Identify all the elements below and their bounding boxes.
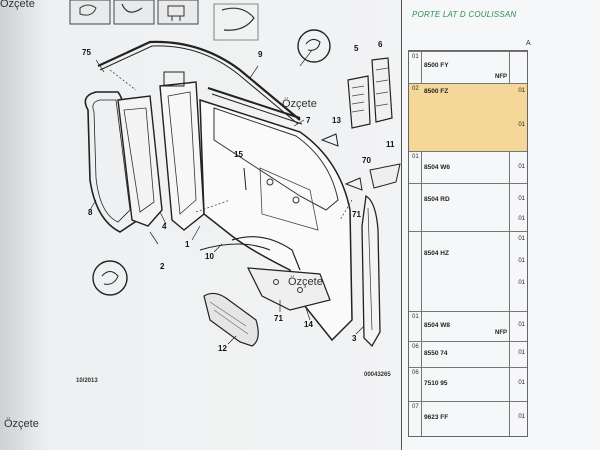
callout-14: 14 <box>304 320 313 329</box>
parts-diagram: 75 9 5 6 7 13 11 8 2 4 1 10 15 70 71 12 … <box>69 0 401 384</box>
callout-2: 2 <box>160 262 165 271</box>
part-code: 8504 W6 <box>424 164 451 171</box>
row-index: 01 <box>412 314 419 320</box>
part-code: 8550 74 <box>424 350 448 357</box>
table-row[interactable]: 8504 RD 01 01 <box>409 183 527 231</box>
table-row[interactable]: 01 8504 W8 NFP 01 <box>409 311 527 341</box>
diagram-date: 10/2013 <box>76 378 98 384</box>
table-row[interactable]: 01 8500 FY NFP 01 <box>409 51 527 94</box>
callout-12: 12 <box>218 344 227 353</box>
callout-15: 15 <box>234 150 243 159</box>
nfp-flag: NFP <box>495 330 507 336</box>
parts-list-panel: PORTE LAT D COULISSAN A <box>401 0 600 450</box>
table-row[interactable]: 07 9623 FF 01 <box>409 401 527 436</box>
row-qty: 01 <box>518 380 525 386</box>
row-qty: 01 <box>518 164 525 170</box>
row-qty: 01 <box>518 88 525 94</box>
table-row-selected[interactable]: 02 8500 FZ 01 01 <box>409 83 527 151</box>
part-code: 7510 95 <box>424 380 448 387</box>
callout-71: 71 <box>352 210 361 219</box>
callout-9: 9 <box>258 50 263 59</box>
watermark-top-left: Özçete <box>0 0 35 10</box>
part-code: 8504 W8 <box>424 322 451 329</box>
panel-title: PORTE LAT D COULISSAN <box>412 10 517 19</box>
row-qty: 01 <box>518 236 525 242</box>
callout-1: 1 <box>185 240 190 249</box>
nfp-flag: NFP <box>495 74 507 80</box>
callout-3: 3 <box>352 334 357 343</box>
watermark-lower-center: Özçete <box>288 276 323 288</box>
callout-10: 10 <box>205 252 214 261</box>
diagram-drawing <box>69 0 401 348</box>
parts-table: 01 8500 FY NFP 01 02 8500 FZ 01 01 01 85… <box>408 50 528 437</box>
part-code: 8504 HZ <box>424 250 449 257</box>
row-index: 01 <box>412 154 419 160</box>
row-qty: 01 <box>518 350 525 356</box>
callout-13: 13 <box>332 116 341 125</box>
callout-5: 5 <box>354 44 359 53</box>
part-code: 8500 FZ <box>424 88 449 95</box>
row-qty: 01 <box>518 258 525 264</box>
row-qty: 01 <box>518 322 525 328</box>
watermark-bottom-left: Özçete <box>4 418 39 430</box>
row-qty: 01 <box>518 216 525 222</box>
table-row[interactable]: 06 8550 74 01 <box>409 341 527 367</box>
column-divider <box>509 51 510 436</box>
part-code: 8500 FY <box>424 62 449 69</box>
callout-75: 75 <box>82 48 91 57</box>
row-index: 06 <box>412 344 419 350</box>
callout-71b: 71 <box>274 314 283 323</box>
table-row[interactable]: 01 8504 W6 01 <box>409 151 527 183</box>
callout-11: 11 <box>386 140 395 149</box>
callout-4: 4 <box>162 222 167 231</box>
row-index: 01 <box>412 54 419 60</box>
watermark-center: Özçete <box>282 98 317 110</box>
part-code: 8504 RD <box>424 196 450 203</box>
row-index: 06 <box>412 370 419 376</box>
row-qty: 01 <box>518 280 525 286</box>
callout-6: 6 <box>378 40 383 49</box>
row-qty: 01 <box>518 122 525 128</box>
row-qty: 01 <box>518 196 525 202</box>
callout-7: 7 <box>306 116 311 125</box>
table-row[interactable]: 06 7510 95 01 <box>409 367 527 401</box>
diagram-ref: 00043265 <box>364 372 391 378</box>
part-code: 9623 FF <box>424 414 449 421</box>
column-divider <box>421 51 422 436</box>
row-index: 07 <box>412 404 419 410</box>
row-index: 02 <box>412 86 419 92</box>
column-header-a: A <box>526 40 531 47</box>
callout-70: 70 <box>362 156 371 165</box>
callout-8: 8 <box>88 208 93 217</box>
row-qty: 01 <box>518 414 525 420</box>
table-row[interactable]: 8504 HZ 01 01 01 <box>409 231 527 311</box>
